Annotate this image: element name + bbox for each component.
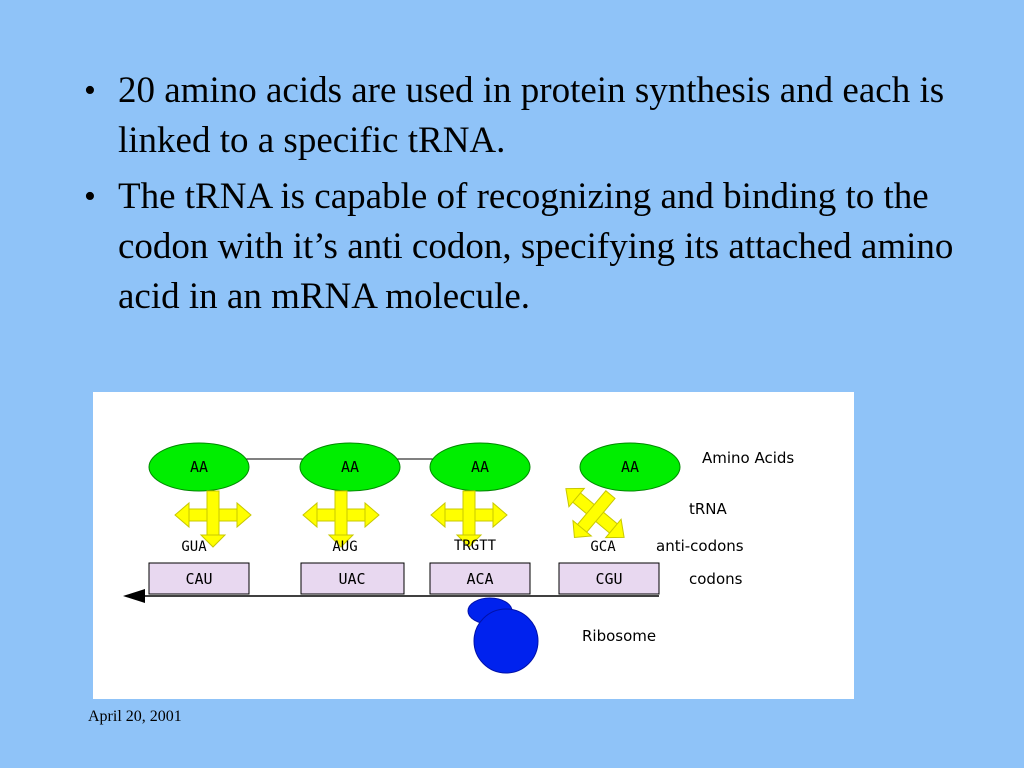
trna-unit-1: AA GUA CAU <box>148 442 252 595</box>
anticodon-label: TRGTT <box>454 538 497 554</box>
label-trna: tRNA <box>689 500 728 518</box>
diagram-canvas: AA GUA CAU AA AUG <box>123 442 794 674</box>
amino-acid-ellipse <box>299 442 401 492</box>
codon-label: ACA <box>466 570 493 588</box>
label-anticodons: anti-codons <box>656 537 744 555</box>
footer-date: April 20, 2001 <box>88 708 182 725</box>
amino-acid-label: AA <box>471 458 489 476</box>
codon-box <box>558 562 660 595</box>
codon-box <box>148 562 250 595</box>
bullet-symbol: • <box>84 72 96 109</box>
trna-cross-icon <box>430 490 508 548</box>
bullet-list: • 20 amino acids are used in protein syn… <box>84 66 964 328</box>
bullet-text: The tRNA is capable of recognizing and b… <box>118 176 954 317</box>
mrna-arrow-icon <box>123 589 145 603</box>
codon-box <box>300 562 405 595</box>
trna-cross-icon <box>565 487 625 539</box>
trna-unit-3: AA TRGTT ACA <box>429 442 531 595</box>
codon-label: CGU <box>595 570 622 588</box>
anticodon-label: GCA <box>590 539 616 555</box>
label-amino-acids: Amino Acids <box>702 449 794 467</box>
amino-acid-label: AA <box>621 458 639 476</box>
bullet-item: • The tRNA is capable of recognizing and… <box>84 172 964 322</box>
amino-acid-label: AA <box>341 458 359 476</box>
trna-unit-4: AA GCA CGU <box>558 442 681 595</box>
ribosome-large-subunit <box>473 608 539 674</box>
bullet-text: 20 amino acids are used in protein synth… <box>118 70 945 161</box>
trna-cross-icon <box>174 490 252 548</box>
trna-cross-icon <box>302 490 380 548</box>
anticodon-label: AUG <box>332 539 357 555</box>
bullet-item: • 20 amino acids are used in protein syn… <box>84 66 964 166</box>
trna-unit-2: AA AUG UAC <box>299 442 405 595</box>
bullet-symbol: • <box>84 178 96 215</box>
amino-acid-ellipse <box>429 442 531 492</box>
ribosome <box>467 597 539 674</box>
amino-acid-ellipse <box>148 442 250 492</box>
amino-acid-ellipse <box>579 442 681 492</box>
label-codons: codons <box>689 570 743 588</box>
trna-diagram: AA GUA CAU AA AUG <box>93 392 854 699</box>
codon-box <box>429 562 531 595</box>
amino-acid-label: AA <box>190 458 208 476</box>
codon-label: CAU <box>185 570 212 588</box>
codon-label: UAC <box>338 570 365 588</box>
label-ribosome: Ribosome <box>582 627 656 645</box>
anticodon-label: GUA <box>181 539 207 555</box>
